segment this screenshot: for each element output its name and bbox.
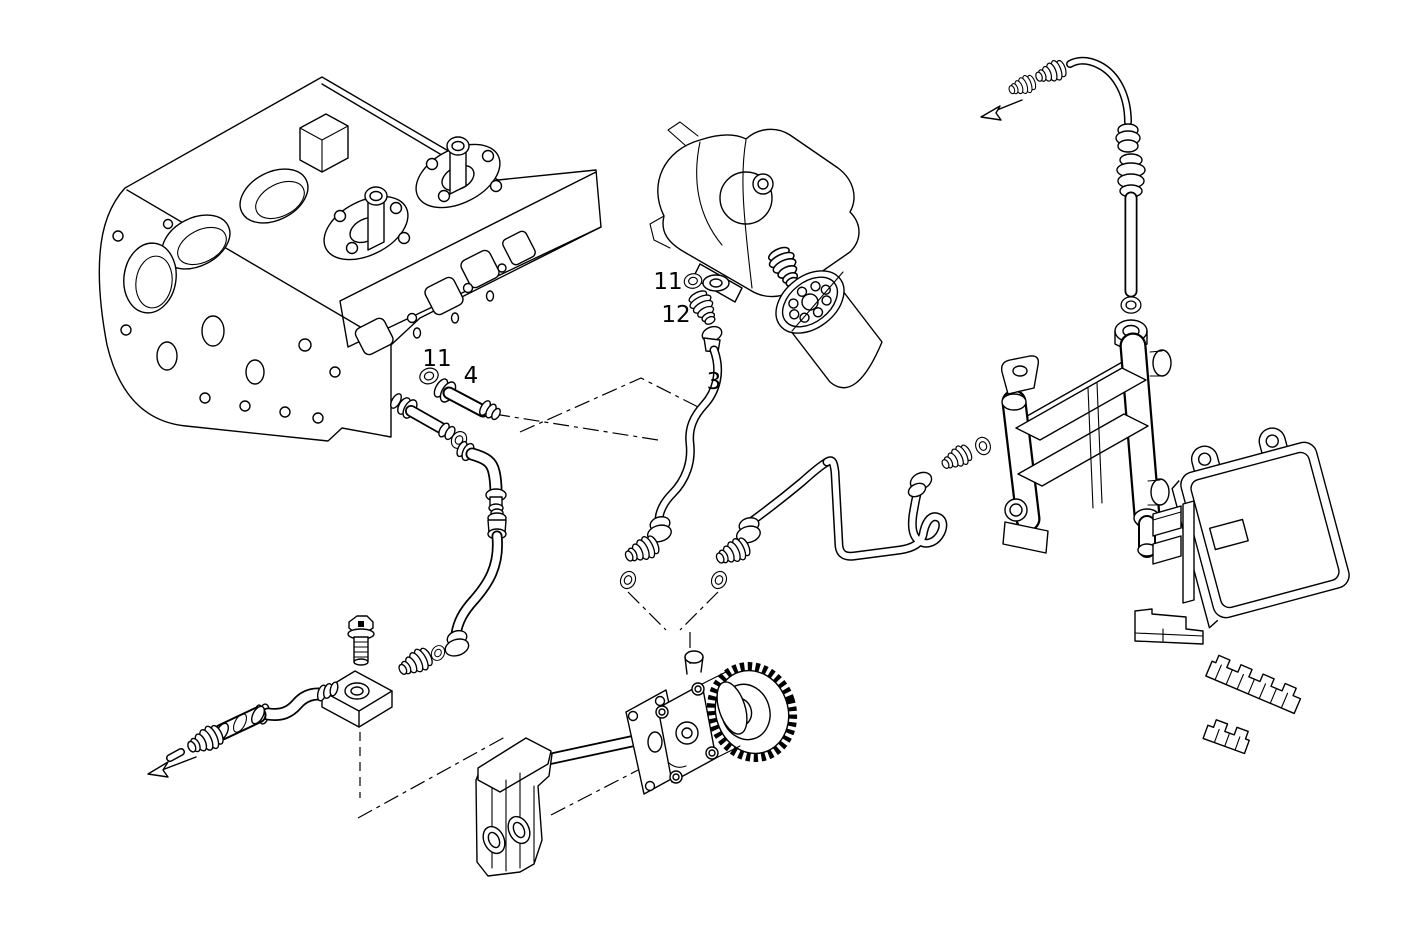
hollow-screw-pipe [390, 393, 456, 441]
union-block [321, 670, 393, 728]
callouts: 11 4 11 12 3 [422, 269, 721, 395]
flow-arrow-top-right [980, 99, 1023, 121]
fuel-filter-cartridge [775, 270, 883, 389]
callout-12: 12 [661, 302, 690, 328]
cable-clamp-short [1202, 719, 1250, 755]
fuel-filter-head [649, 121, 860, 303]
flow-arrow-bottom-left [147, 756, 197, 778]
alignment-lines [357, 377, 719, 819]
cable-clamp-long [1205, 654, 1302, 715]
fuel-line-3 [642, 325, 723, 546]
cylinder-head [98, 76, 602, 442]
fuel-cooler-bracket [1000, 319, 1172, 556]
standpipe [1070, 61, 1146, 291]
connector-pipe-4 [433, 378, 501, 421]
control-unit [1171, 427, 1350, 629]
ecu-label-plate [1208, 518, 1249, 551]
banjo-bolt [347, 615, 375, 666]
callout-3: 3 [707, 369, 722, 395]
callout-4: 4 [464, 363, 479, 389]
gear-fuel-pump [655, 650, 748, 784]
ecu-mounting-rail [1134, 608, 1204, 645]
support-bracket [475, 737, 553, 877]
callout-11-center: 11 [653, 269, 682, 295]
ecu-connector-block [1152, 500, 1195, 604]
fuel-supply-line-long [827, 461, 943, 557]
callout-11-left: 11 [422, 346, 451, 372]
sealing-ring-cooler-top [1120, 296, 1142, 314]
